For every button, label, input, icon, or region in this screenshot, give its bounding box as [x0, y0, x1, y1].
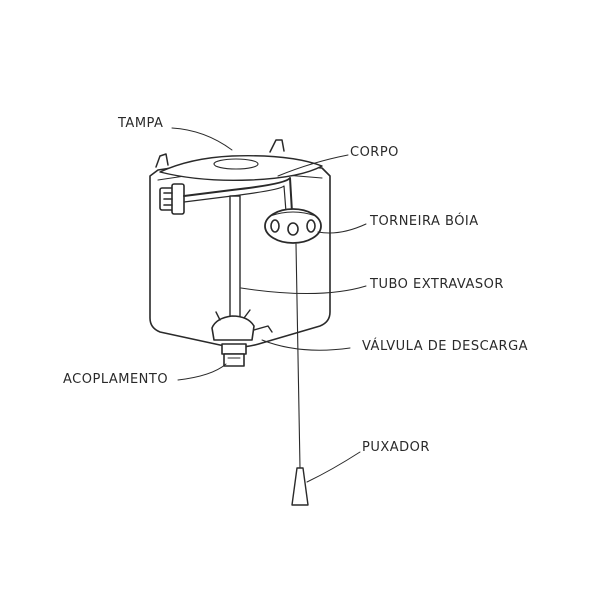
leader-puxador — [306, 451, 361, 483]
pull-handle — [291, 467, 309, 506]
label-tampa: TAMPA — [118, 116, 164, 131]
mount-bracket-left — [155, 153, 169, 168]
leader-acoplamento — [177, 363, 227, 381]
float-valve-pipe — [183, 177, 293, 213]
label-tubo-extravasor: TUBO EXTRAVASOR — [370, 277, 504, 292]
leader-corpo — [277, 154, 349, 177]
label-corpo: CORPO — [350, 145, 399, 160]
label-torneira-boia: TORNEIRA BÓIA — [370, 214, 479, 229]
leader-tampa — [171, 127, 233, 151]
flush-valve — [211, 315, 255, 341]
label-acoplamento: ACOPLAMENTO — [63, 372, 169, 387]
overflow-tube — [229, 195, 241, 323]
coupling — [221, 343, 247, 355]
label-puxador: PUXADOR — [362, 440, 430, 455]
pull-cord — [295, 243, 301, 469]
leader-torneira-boia — [317, 223, 367, 234]
mount-bracket-right — [269, 139, 285, 153]
label-valvula-descarga: VÁLVULA DE DESCARGA — [362, 339, 529, 354]
lid-hole — [213, 158, 259, 170]
leader-valvula-descarga — [261, 339, 351, 351]
leader-tubo-extravasor — [240, 285, 367, 294]
